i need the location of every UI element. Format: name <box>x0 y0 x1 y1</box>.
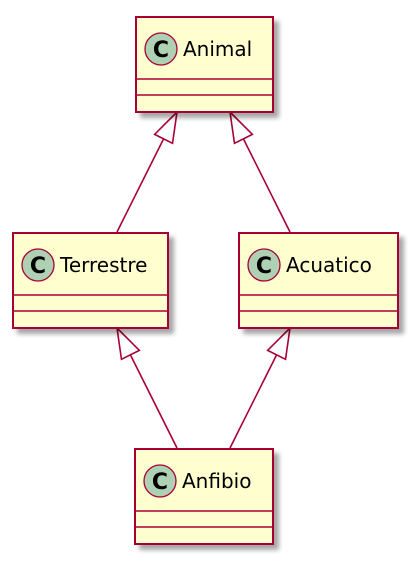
class-stereotype-icon <box>143 464 177 498</box>
inheritance-arrowhead <box>266 325 292 361</box>
inheritance-arrowhead <box>115 325 141 361</box>
class-stereotype-icon <box>247 248 281 282</box>
class-name: Animal <box>183 37 252 61</box>
class-stereotype-icon <box>21 248 55 282</box>
class-name: Anfibio <box>182 469 251 493</box>
class-name: Acuatico <box>286 253 372 277</box>
inheritance-edge-anfibio-acuatico <box>229 325 292 449</box>
edge-line <box>229 354 278 449</box>
inheritance-arrowhead <box>153 109 179 145</box>
class-terrestre[interactable]: C Terrestre <box>12 232 169 329</box>
class-stereotype-letter: C <box>256 254 272 279</box>
inheritance-edge-terrestre-animal <box>116 109 179 233</box>
inheritance-edges <box>115 109 292 449</box>
inheritance-edge-anfibio-terrestre <box>115 325 178 449</box>
edge-line <box>129 354 178 449</box>
edge-line <box>116 138 165 233</box>
class-anfibio[interactable]: C Anfibio <box>134 448 274 545</box>
inheritance-arrowhead <box>228 109 254 145</box>
edge-line <box>242 138 291 233</box>
inheritance-edge-acuatico-animal <box>228 109 291 233</box>
class-stereotype-letter: C <box>153 38 169 63</box>
class-name: Terrestre <box>59 253 147 277</box>
class-stereotype-icon <box>144 32 178 66</box>
class-animal[interactable]: C Animal <box>135 16 274 113</box>
class-stereotype-letter: C <box>30 254 46 279</box>
class-acuatico[interactable]: C Acuatico <box>238 232 399 329</box>
class-stereotype-letter: C <box>152 470 168 495</box>
